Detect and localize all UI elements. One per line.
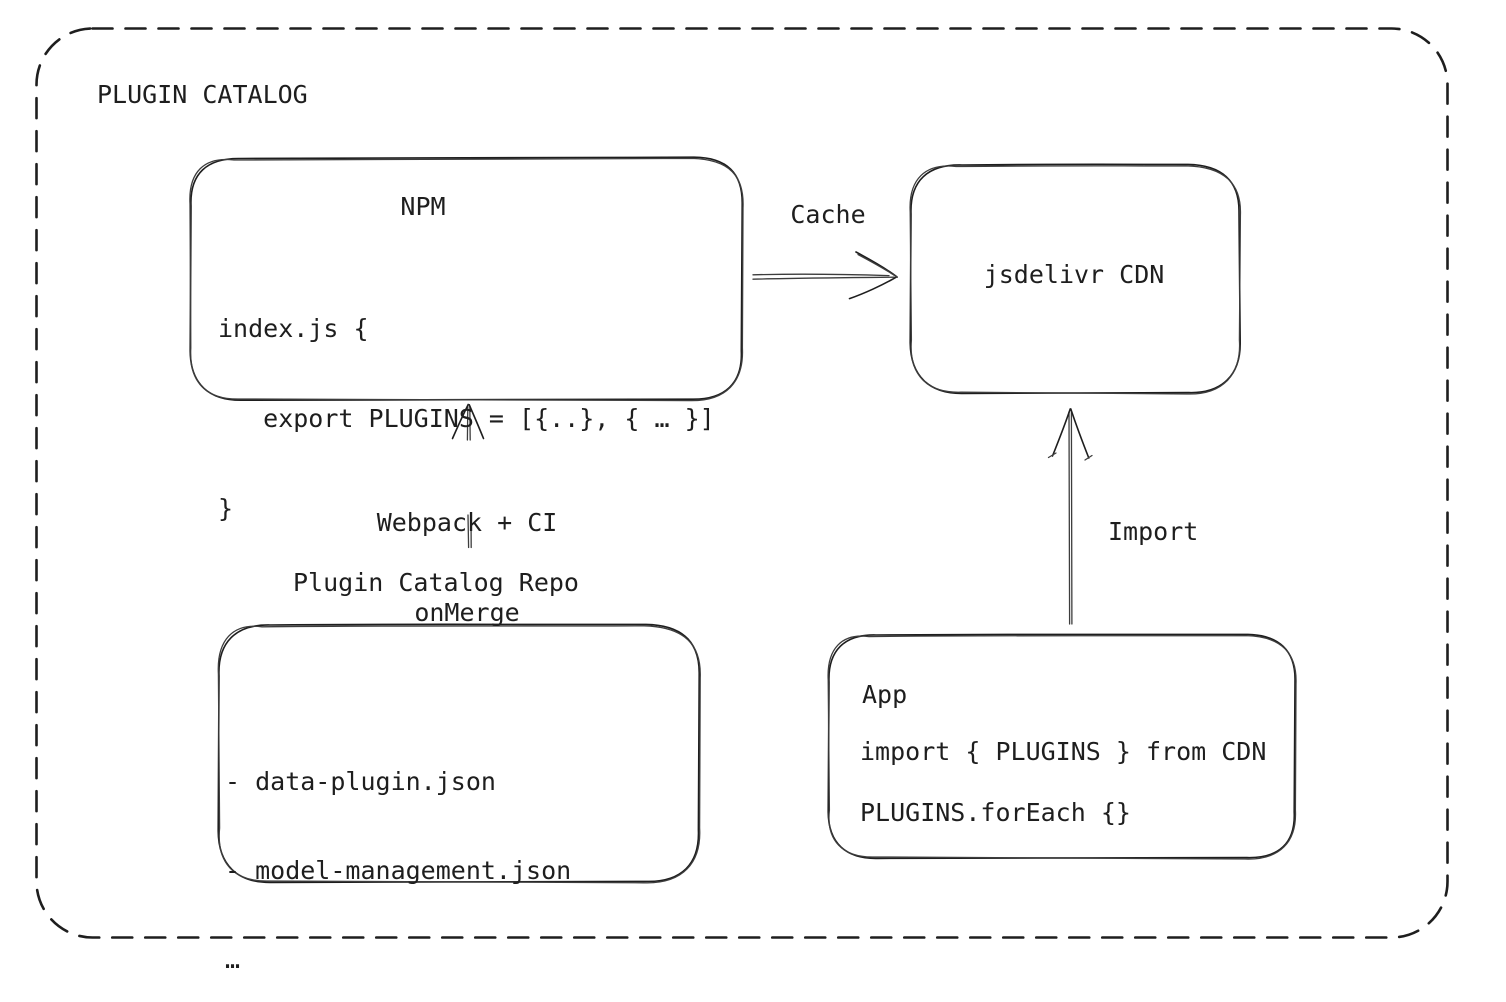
repo-file-line: … [225,945,241,974]
build-edge-label: Webpack + CI onMerge [377,448,558,688]
cdn-node-label: jsdelivr CDN [983,260,1165,289]
import-edge-label: Import [1108,517,1199,546]
cache-edge-label: Cache [790,200,866,229]
npm-code-line: } [218,494,234,523]
repo-node-files: - data-plugin.json - model-management.js… [225,707,571,1002]
cdn-box [909,163,1242,395]
app-node-title: App [862,680,908,709]
build-arrow [451,403,485,549]
cache-arrow [752,251,898,300]
npm-code-line: export PLUGINS = [{..}, { … }] [218,404,715,433]
import-arrow [1047,408,1093,625]
repo-box [217,623,701,884]
app-code-line: import { PLUGINS } from CDN [860,737,1267,766]
npm-node-title: NPM [400,192,446,221]
frame-border [35,27,1449,939]
npm-code-line: index.js { [218,314,369,343]
build-edge-label-line: Webpack + CI [376,508,558,537]
npm-node-code: index.js { export PLUGINS = [{..}, { … }… [218,254,715,584]
build-edge-label-line: onMerge [414,598,520,627]
repo-node-title: Plugin Catalog Repo [293,568,579,597]
app-box [827,633,1297,860]
npm-box [189,156,744,402]
frame-title: PLUGIN CATALOG [97,80,308,109]
repo-file-line: - data-plugin.json [225,767,496,796]
repo-file-line: - model-management.json [225,856,572,885]
app-code-line: PLUGINS.forEach {} [860,798,1131,827]
